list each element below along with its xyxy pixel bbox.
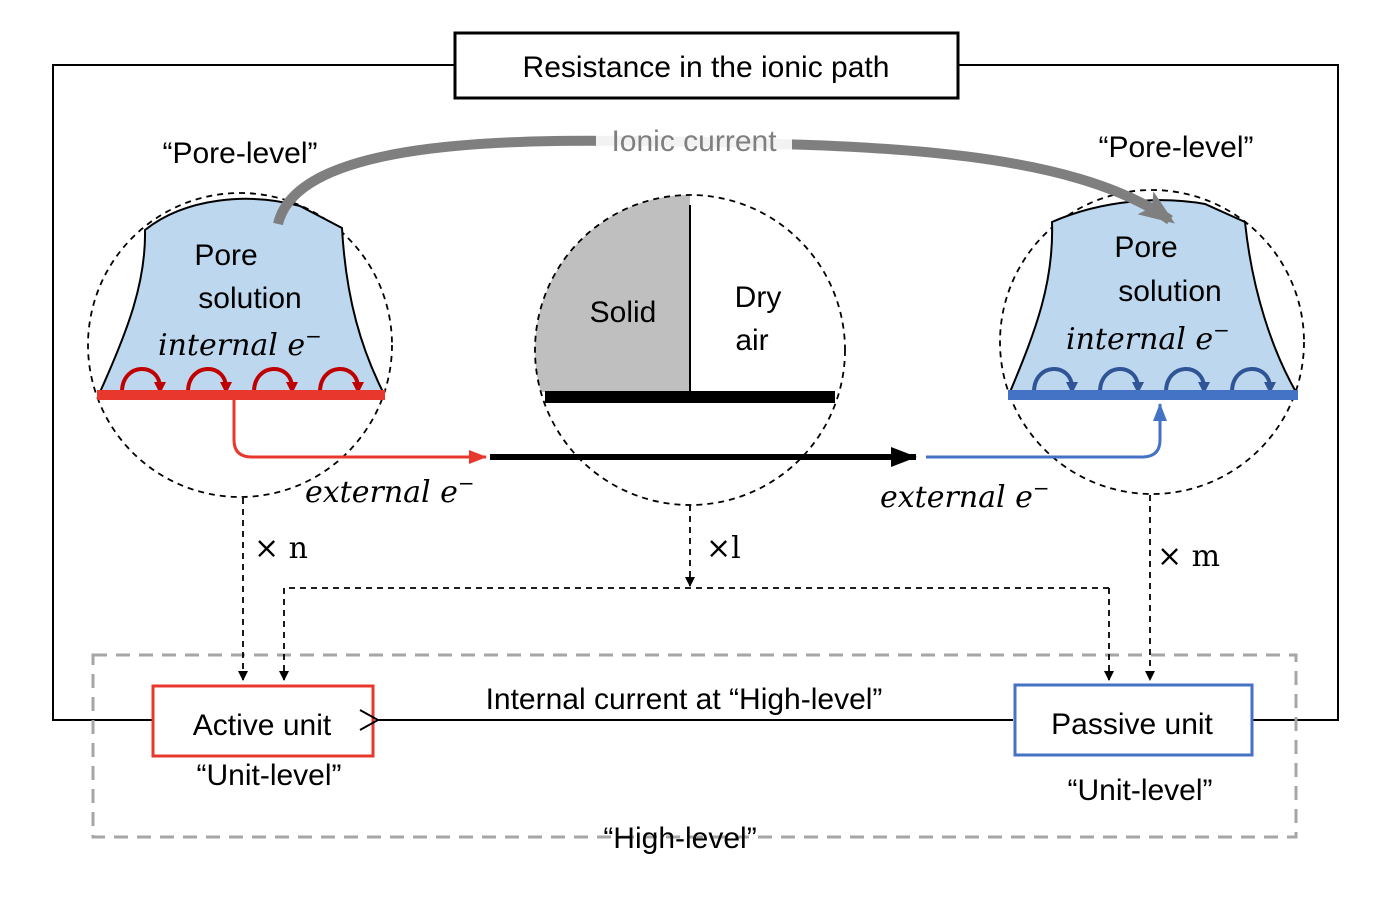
left-pore-text-1: Pore: [194, 239, 257, 272]
right-pore-text-2: solution: [1118, 275, 1221, 308]
left-external-label: external e−: [305, 471, 475, 510]
right-external-label: external e−: [880, 476, 1050, 515]
left-electrode: [97, 390, 385, 400]
middle-electrode: [545, 391, 835, 403]
dry-air-label-1: Dry: [735, 281, 782, 314]
passive-unit-box: [1013, 683, 1254, 757]
ionic-current-label-bg: [596, 122, 792, 158]
multiplier-l: ×l: [706, 531, 741, 566]
right-internal-label: internal e−: [1066, 318, 1230, 357]
left-pore-level-label: “Pore-level”: [162, 137, 317, 170]
right-pore-circle: [999, 189, 1305, 495]
internal-current-label: Internal current at “High-level”: [486, 683, 883, 716]
passive-unit-label: Passive unit: [1051, 708, 1213, 741]
active-unit-level: “Unit-level”: [196, 759, 341, 792]
dry-air-label-2: air: [735, 324, 768, 357]
active-unit-label: Active unit: [193, 709, 332, 742]
active-unit-box: [151, 684, 375, 758]
right-electrode: [1008, 390, 1298, 400]
title-box: [453, 31, 960, 100]
ionic-current-label: Ionic current: [611, 125, 777, 158]
multiplier-connectors: [238, 495, 1155, 681]
multiplier-n: × n: [254, 531, 308, 566]
left-pore-circle: [87, 192, 393, 498]
title: Resistance in the ionic path: [523, 51, 890, 84]
left-internal-curl-arrows: [120, 367, 364, 394]
passive-unit-level: “Unit-level”: [1067, 774, 1212, 807]
multiplier-m: × m: [1157, 539, 1220, 574]
left-internal-label: internal e−: [158, 324, 322, 363]
left-pore-text-2: solution: [198, 282, 301, 315]
solid-region: [535, 195, 690, 392]
right-pore-level-label: “Pore-level”: [1098, 131, 1253, 164]
right-external-arrow: [926, 403, 1167, 459]
high-level-label: “High-level”: [603, 822, 756, 855]
solid-label: Solid: [590, 296, 657, 329]
high-level-region: [91, 653, 1298, 839]
left-pore-solution: [98, 197, 385, 393]
right-pore-text-1: Pore: [1114, 231, 1177, 264]
left-external-arrow: [232, 400, 487, 464]
right-internal-curl-arrows: [1032, 367, 1276, 394]
